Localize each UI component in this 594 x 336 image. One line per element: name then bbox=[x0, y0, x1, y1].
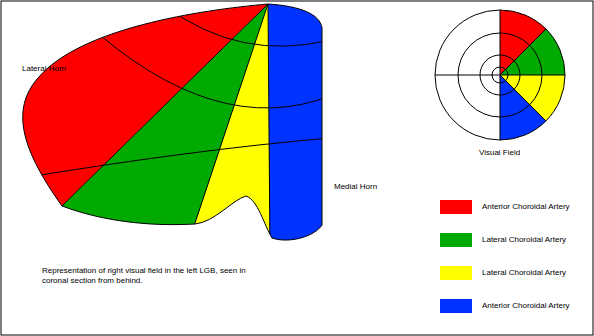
legend-swatch bbox=[440, 266, 472, 280]
figure-label: Visual Field bbox=[479, 148, 520, 158]
legend-text: Anterior Choroidal Artery bbox=[482, 202, 570, 212]
part-label: Medial Horn bbox=[334, 182, 377, 192]
legend-text: Anterior Choroidal Artery bbox=[482, 301, 570, 311]
visual-field-circle bbox=[435, 0, 594, 175]
lgb-outline bbox=[23, 4, 322, 240]
legend-swatch bbox=[440, 233, 472, 247]
legend-text: Lateral Choroidal Artery bbox=[482, 268, 566, 278]
lgb-regions bbox=[0, 0, 340, 300]
legend-text: Lateral Choroidal Artery bbox=[482, 235, 566, 245]
note: Representation of right visual field in … bbox=[42, 266, 264, 286]
part-label: Lateral Horn bbox=[22, 64, 66, 74]
legend-swatch bbox=[440, 299, 472, 313]
legend-swatch bbox=[440, 200, 472, 214]
